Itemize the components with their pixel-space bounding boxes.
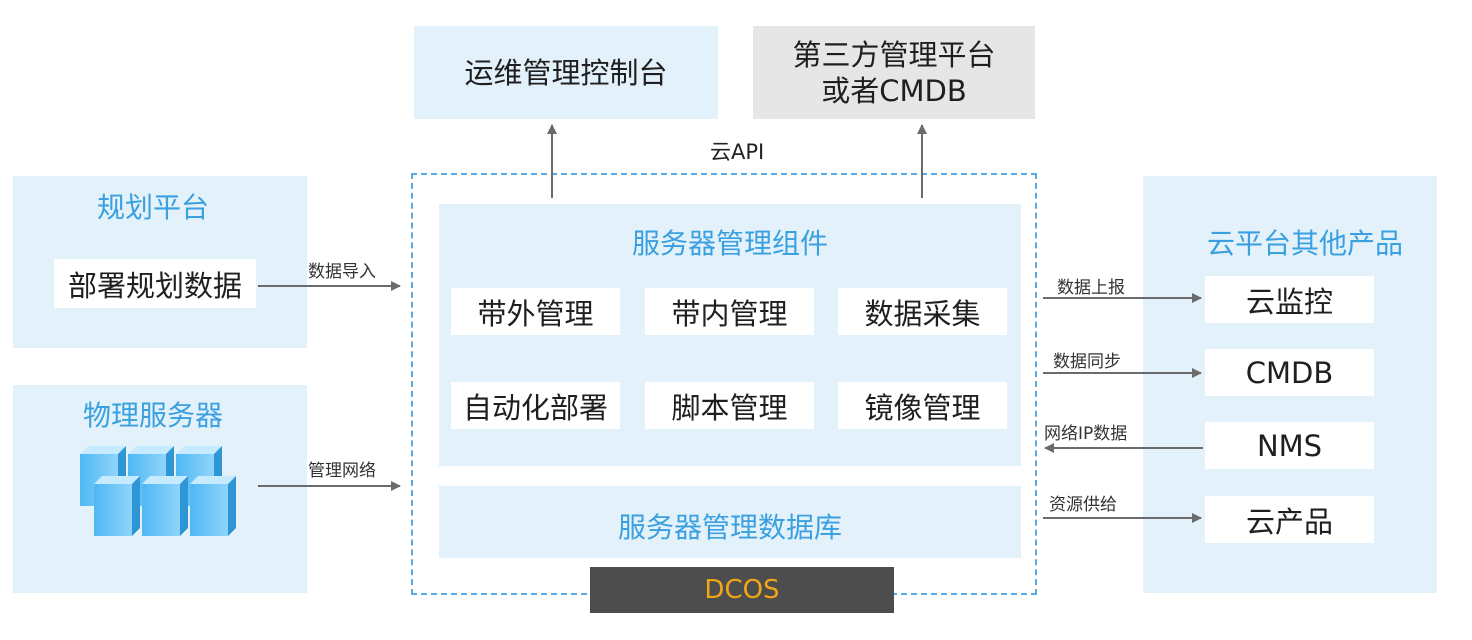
resource-supply-label: 资源供给: [1049, 495, 1117, 515]
network-ip-data-label: 网络IP数据: [1044, 424, 1128, 444]
physical-servers-title: 物理服务器: [82, 399, 223, 432]
data-import-label: 数据导入: [308, 262, 376, 282]
server-rack-icon: [80, 446, 236, 536]
out-of-band-management-box: 带外管理: [451, 288, 620, 335]
script-management-box: 脚本管理: [645, 382, 814, 429]
cloud-item-label: 云监控: [1245, 284, 1333, 319]
component-label: 数据采集: [864, 296, 981, 331]
cloud-other-products-title: 云平台其他产品: [1206, 227, 1403, 260]
auto-deployment-box: 自动化部署: [451, 382, 620, 429]
cloud-product-box: 云产品: [1205, 496, 1374, 543]
planning-platform-title: 规划平台: [96, 191, 209, 224]
cloud-api-label: 云API: [710, 140, 765, 164]
server-management-database-title: 服务器管理数据库: [617, 511, 842, 544]
data-collection-box: 数据采集: [838, 288, 1007, 335]
in-band-management-box: 带内管理: [645, 288, 814, 335]
deployment-planning-data-label: 部署规划数据: [67, 268, 242, 303]
component-label: 带内管理: [671, 296, 788, 331]
nms-box: NMS: [1205, 422, 1374, 469]
third-party-line2: 或者CMDB: [821, 73, 967, 108]
deployment-planning-data-box: 部署规划数据: [54, 259, 256, 308]
ops-console-label: 运维管理控制台: [464, 55, 668, 90]
cloud-item-label: NMS: [1256, 428, 1323, 463]
cloud-monitor-box: 云监控: [1205, 276, 1374, 323]
dcos-bar: DCOS: [590, 567, 894, 613]
component-label: 脚本管理: [671, 390, 788, 425]
data-sync-label: 数据同步: [1053, 352, 1121, 372]
dcos-label: DCOS: [704, 575, 780, 605]
cloud-item-label: 云产品: [1245, 504, 1333, 539]
cloud-item-label: CMDB: [1245, 355, 1334, 390]
image-management-box: 镜像管理: [838, 382, 1007, 429]
server-management-component-title: 服务器管理组件: [631, 227, 828, 260]
third-party-platform-box: 第三方管理平台 或者CMDB: [753, 26, 1035, 119]
third-party-line1: 第三方管理平台: [792, 37, 996, 72]
cmdb-box: CMDB: [1205, 349, 1374, 396]
component-label: 带外管理: [477, 296, 594, 331]
data-report-label: 数据上报: [1057, 278, 1125, 298]
server-management-database-panel: [439, 486, 1021, 558]
management-network-label: 管理网络: [308, 461, 376, 481]
ops-console-box: 运维管理控制台: [414, 26, 718, 119]
component-label: 自动化部署: [462, 390, 608, 425]
component-label: 镜像管理: [864, 390, 981, 425]
